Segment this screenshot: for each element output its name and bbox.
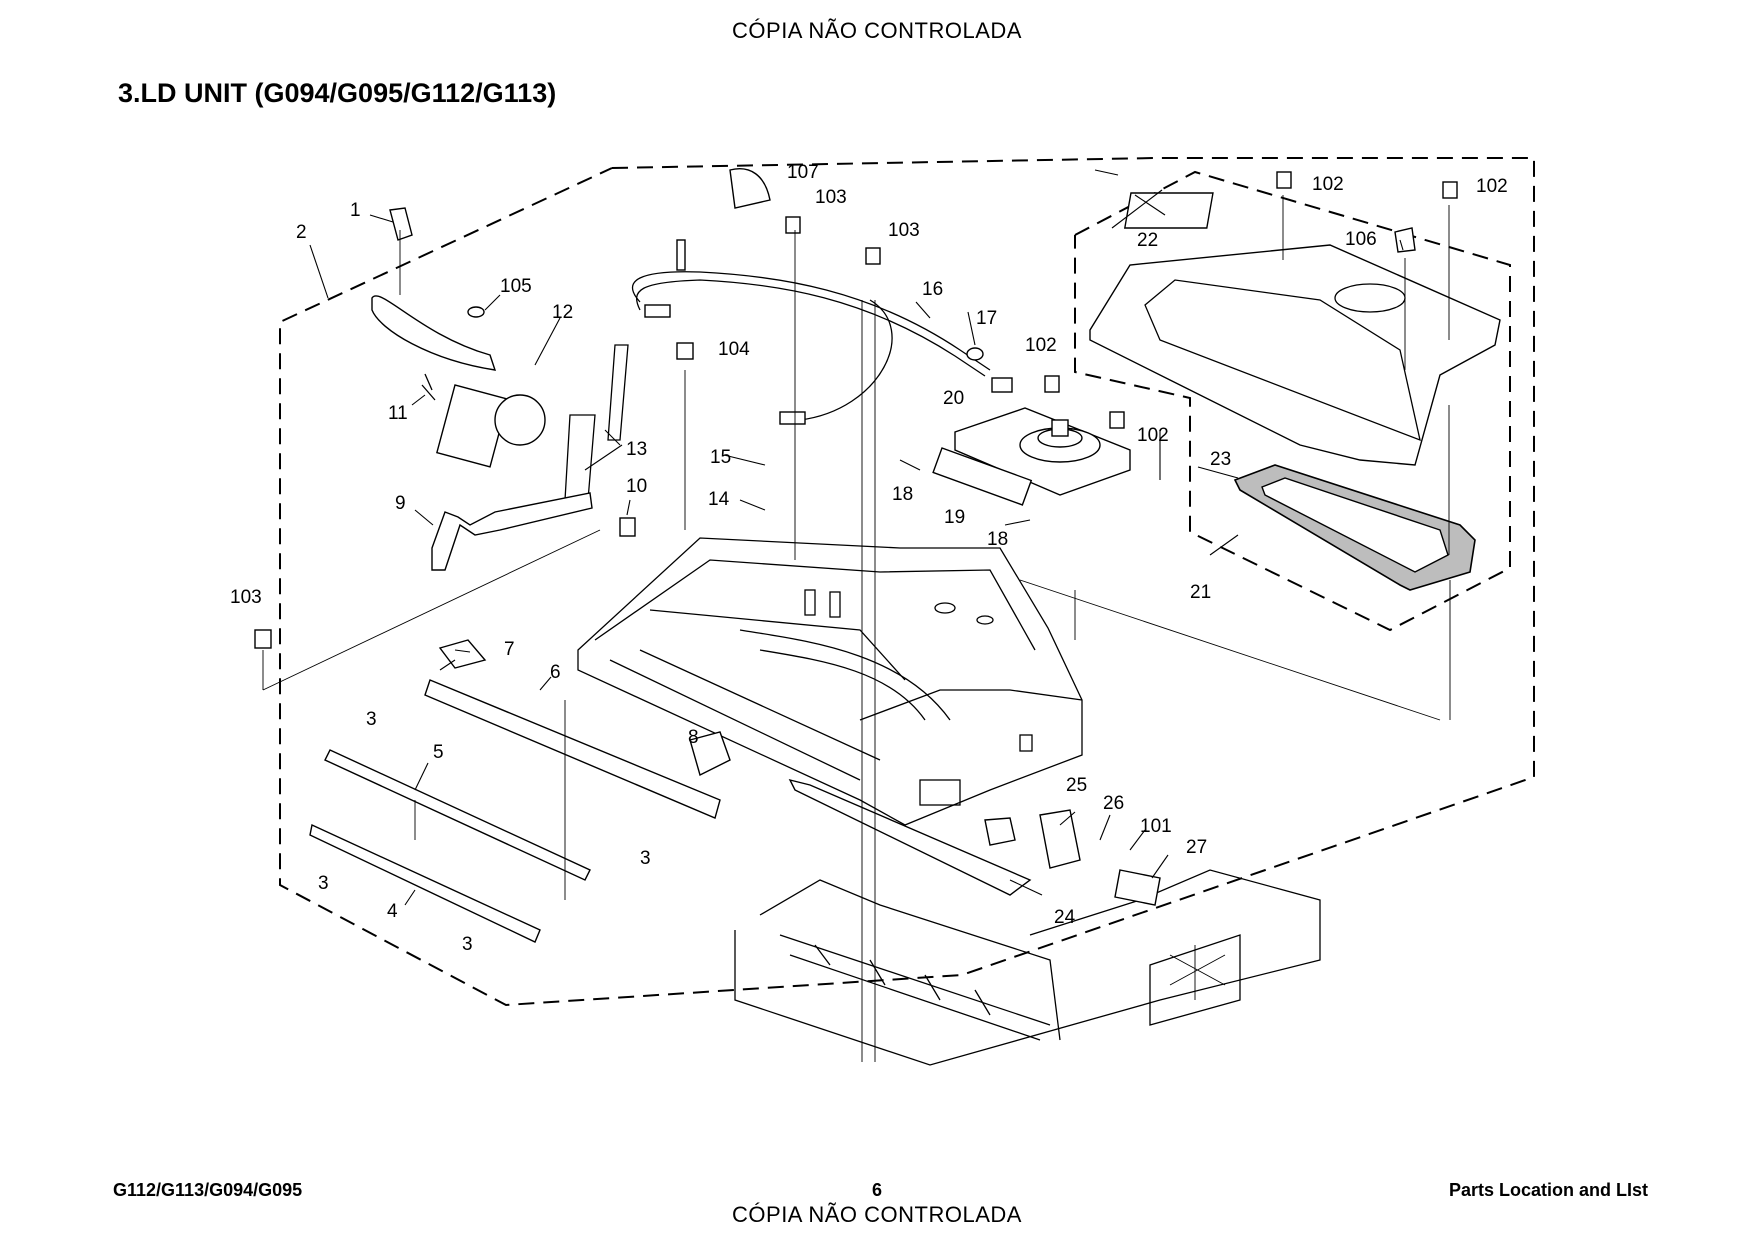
callout-24: 24 [1054, 907, 1076, 928]
callout-12: 12 [552, 302, 573, 323]
callout-1: 1 [350, 200, 361, 221]
footer-page-number: 6 [871, 1180, 882, 1200]
callout-18: 18 [892, 484, 913, 505]
page-title: 3.LD UNIT (G094/G095/G112/G113) [118, 78, 557, 108]
callout-102: 102 [1312, 174, 1344, 195]
callout-16: 16 [922, 279, 943, 300]
callout-103: 103 [230, 587, 262, 608]
callout-11: 11 [388, 403, 408, 424]
callout-3: 3 [318, 873, 329, 894]
callout-13: 13 [626, 439, 647, 460]
footer-section: Parts Location and LIst [1448, 1180, 1648, 1200]
callout-107: 107 [787, 162, 819, 183]
left-parts [254, 168, 1458, 649]
callout-106: 106 [1345, 229, 1377, 250]
callout-7: 7 [504, 639, 515, 660]
base-frame [734, 869, 1321, 1066]
callout-105: 105 [500, 276, 532, 297]
watermark-bottom: CÓPIA NÃO CONTROLADA [732, 1202, 1022, 1227]
callout-5: 5 [433, 742, 444, 763]
callout-6: 6 [550, 662, 561, 683]
assembly-boundaries [279, 157, 1535, 1007]
mirror-cover [1089, 192, 1501, 591]
callout-102: 102 [1476, 176, 1508, 197]
callout-14: 14 [708, 489, 730, 510]
callout-2: 2 [296, 222, 307, 243]
callout-3: 3 [640, 848, 651, 869]
leader-lines [309, 169, 1404, 906]
callout-3: 3 [366, 709, 377, 730]
callout-22: 22 [1137, 230, 1158, 251]
callout-3: 3 [462, 934, 473, 955]
boundary-polygon-mirror-cover [1074, 170, 1511, 632]
callout-102: 102 [1025, 335, 1057, 356]
callout-23: 23 [1210, 449, 1231, 470]
callout-25: 25 [1066, 775, 1087, 796]
callout-21: 21 [1190, 582, 1211, 603]
callout-19: 19 [944, 507, 965, 528]
callout-103: 103 [815, 187, 847, 208]
callout-26: 26 [1103, 793, 1124, 814]
callout-20: 20 [943, 388, 964, 409]
callout-4: 4 [387, 901, 398, 922]
rails [309, 639, 1161, 943]
watermark-top: CÓPIA NÃO CONTROLADA [732, 18, 1022, 43]
callout-17: 17 [976, 308, 997, 329]
callout-9: 9 [395, 493, 406, 514]
ld-housing [577, 537, 1083, 826]
callout-8: 8 [688, 727, 699, 748]
callout-27: 27 [1186, 837, 1207, 858]
harness [631, 271, 1013, 425]
alignment-lines [262, 195, 1451, 1062]
callout-104: 104 [718, 339, 750, 360]
callout-10: 10 [626, 476, 647, 497]
callout-102: 102 [1137, 425, 1169, 446]
polygon-motor [932, 407, 1131, 506]
boundary-main [279, 157, 1535, 1007]
callout-18: 18 [987, 529, 1008, 550]
callouts: 1 2 3 3 3 3 4 5 6 7 8 9 10 11 12 13 14 1… [230, 162, 1508, 955]
callout-15: 15 [710, 447, 731, 468]
footer-models: G112/G113/G094/G095 [113, 1180, 303, 1200]
callout-101: 101 [1140, 816, 1172, 837]
callout-103: 103 [888, 220, 920, 241]
